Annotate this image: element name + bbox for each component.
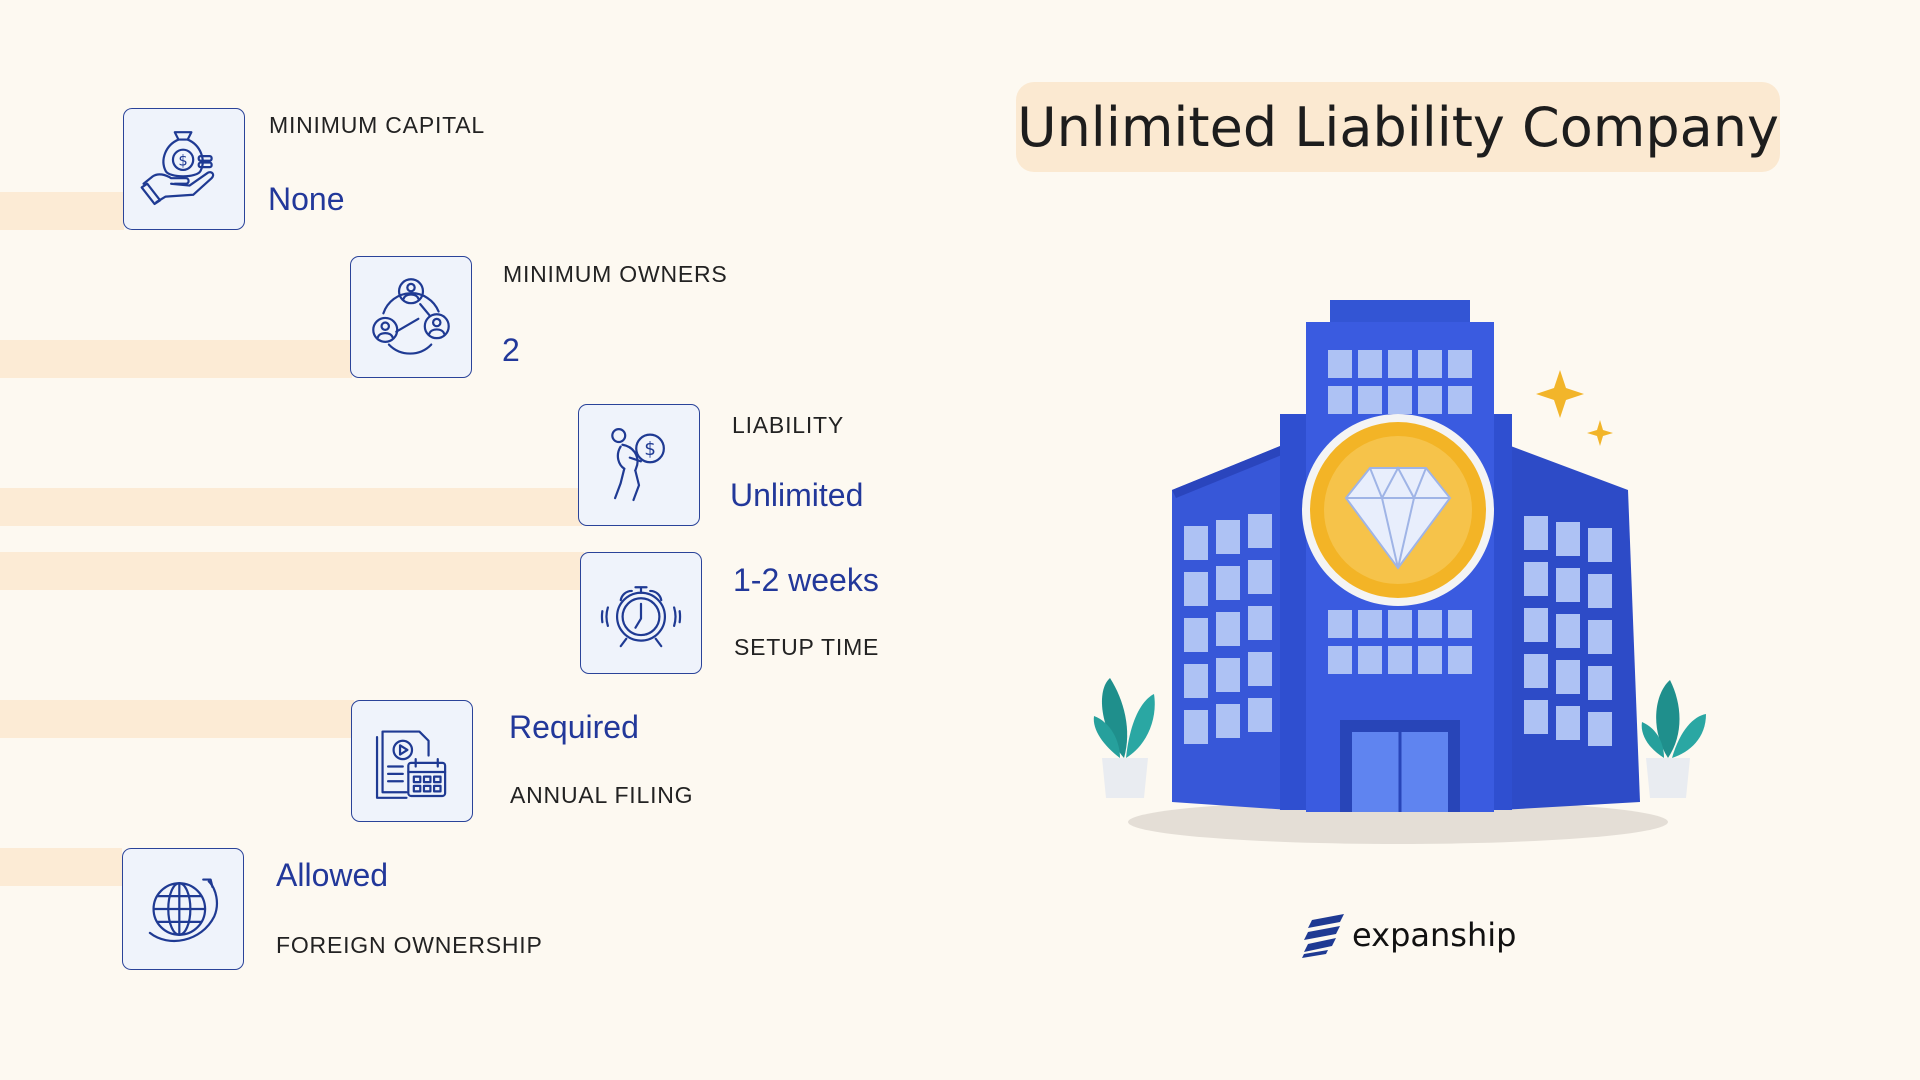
- feature-label: MINIMUM OWNERS: [503, 261, 728, 287]
- feature-card-foreign-ownership: [122, 848, 244, 970]
- building-illustration: [1093, 300, 1706, 844]
- feature-card-annual-filing: [351, 700, 473, 822]
- feature-label: LIABILITY: [732, 412, 845, 438]
- band-foreign: [0, 848, 122, 886]
- feature-value: Required: [509, 709, 639, 745]
- feature-value: Allowed: [276, 857, 389, 893]
- owners-network-icon: [372, 278, 450, 355]
- feature-card-minimum-owners: [350, 256, 472, 378]
- feature-label: FOREIGN OWNERSHIP: [276, 932, 543, 958]
- svg-text:$: $: [644, 439, 656, 460]
- feature-value: 2: [502, 332, 520, 368]
- brand-name: expanship: [1352, 916, 1517, 954]
- money-bag-hand-icon: $: [140, 131, 215, 206]
- brand-logo: expanship: [1302, 912, 1516, 958]
- feature-label: ANNUAL FILING: [510, 782, 694, 808]
- expanship-logo-icon: [1302, 914, 1344, 958]
- feature-value: 1-2 weeks: [733, 562, 879, 598]
- feature-value: None: [268, 181, 345, 217]
- band-filing: [0, 700, 354, 738]
- feature-label: SETUP TIME: [734, 634, 880, 660]
- alarm-clock-icon: [600, 586, 682, 648]
- feature-card-minimum-capital: $: [123, 108, 245, 230]
- plant-left: [1093, 678, 1155, 798]
- plant-right: [1641, 680, 1706, 798]
- feature-card-setup-time: [580, 552, 702, 674]
- document-calendar-icon: [375, 730, 447, 799]
- band-capital: [0, 192, 124, 230]
- svg-text:$: $: [178, 152, 187, 169]
- band-owners: [0, 340, 352, 378]
- globe-arrow-icon: [148, 878, 219, 942]
- feature-card-liability: $: [578, 404, 700, 526]
- page-title: Unlimited Liability Company: [1016, 82, 1780, 172]
- band-setup: [0, 552, 584, 590]
- person-carrying-coin-icon: $: [611, 428, 665, 502]
- feature-label: MINIMUM CAPITAL: [269, 112, 486, 138]
- band-liability: [0, 488, 582, 526]
- feature-value: Unlimited: [730, 477, 864, 513]
